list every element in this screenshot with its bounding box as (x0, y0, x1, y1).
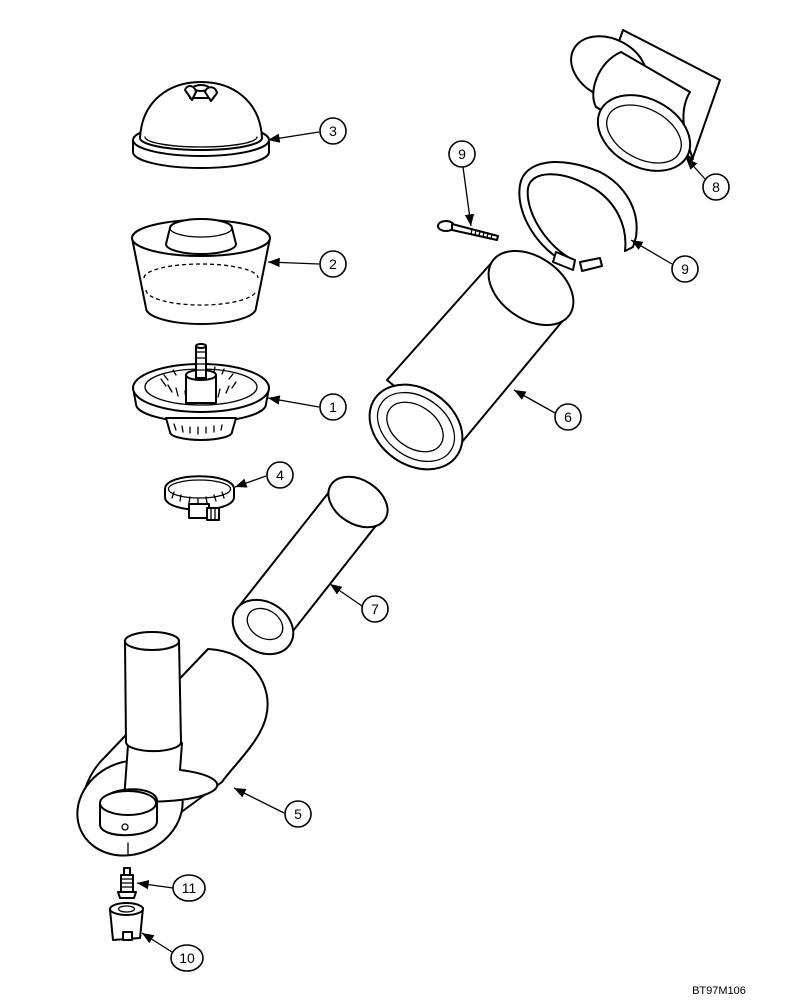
leader-5 (233, 787, 285, 814)
callout-label: 11 (182, 880, 197, 896)
leader-2 (267, 257, 320, 268)
callout-label: 4 (276, 467, 284, 483)
callout-label: 9 (681, 261, 689, 277)
callout-11: 11 (172, 874, 206, 902)
primary-filter-part (368, 249, 575, 471)
vane-assembly-part (132, 343, 270, 441)
callout-label: 8 (712, 179, 720, 195)
hose-clamp-part (164, 475, 235, 521)
callout-5: 5 (284, 800, 312, 828)
callout-8: 8 (702, 173, 730, 201)
callout-label: 2 (329, 256, 337, 272)
band-clamp-part (518, 161, 638, 272)
leader-lines (136, 131, 707, 953)
callout-label: 6 (564, 409, 572, 425)
leader-8 (685, 157, 707, 181)
leader-6 (513, 389, 556, 414)
eye-bolt-part (437, 220, 499, 241)
callout-1: 1 (319, 393, 347, 421)
leader-10 (141, 932, 173, 953)
callout-2: 2 (319, 250, 347, 278)
callout-6: 6 (554, 403, 582, 431)
callout-label: 3 (329, 123, 337, 139)
leader-9b (630, 239, 673, 265)
leader-4 (234, 475, 267, 488)
callout-label: 10 (179, 950, 195, 966)
cover-part (132, 81, 270, 169)
sleeve-part (570, 29, 721, 172)
leader-9a (462, 166, 475, 227)
callout-label: 1 (329, 399, 337, 415)
drawing-code: BT97M106 (692, 985, 746, 997)
leader-11 (136, 879, 174, 890)
callout-9-clamp: 9 (671, 255, 699, 283)
precleaner-bowl-part (131, 218, 271, 325)
fitting-part (117, 867, 137, 899)
valve-part (109, 902, 144, 941)
leader-7 (329, 583, 363, 607)
callout-label: 5 (294, 806, 302, 822)
callout-3: 3 (319, 117, 347, 145)
leader-3 (267, 131, 320, 143)
callout-label: 7 (371, 601, 379, 617)
inner-filter-part (231, 475, 389, 656)
housing-part (76, 631, 269, 857)
callout-9-bolt: 9 (448, 140, 476, 168)
callout-7: 7 (361, 595, 389, 623)
callout-4: 4 (266, 461, 294, 489)
callout-label: 9 (458, 146, 466, 162)
leader-1 (267, 395, 320, 408)
callout-10: 10 (170, 944, 204, 972)
